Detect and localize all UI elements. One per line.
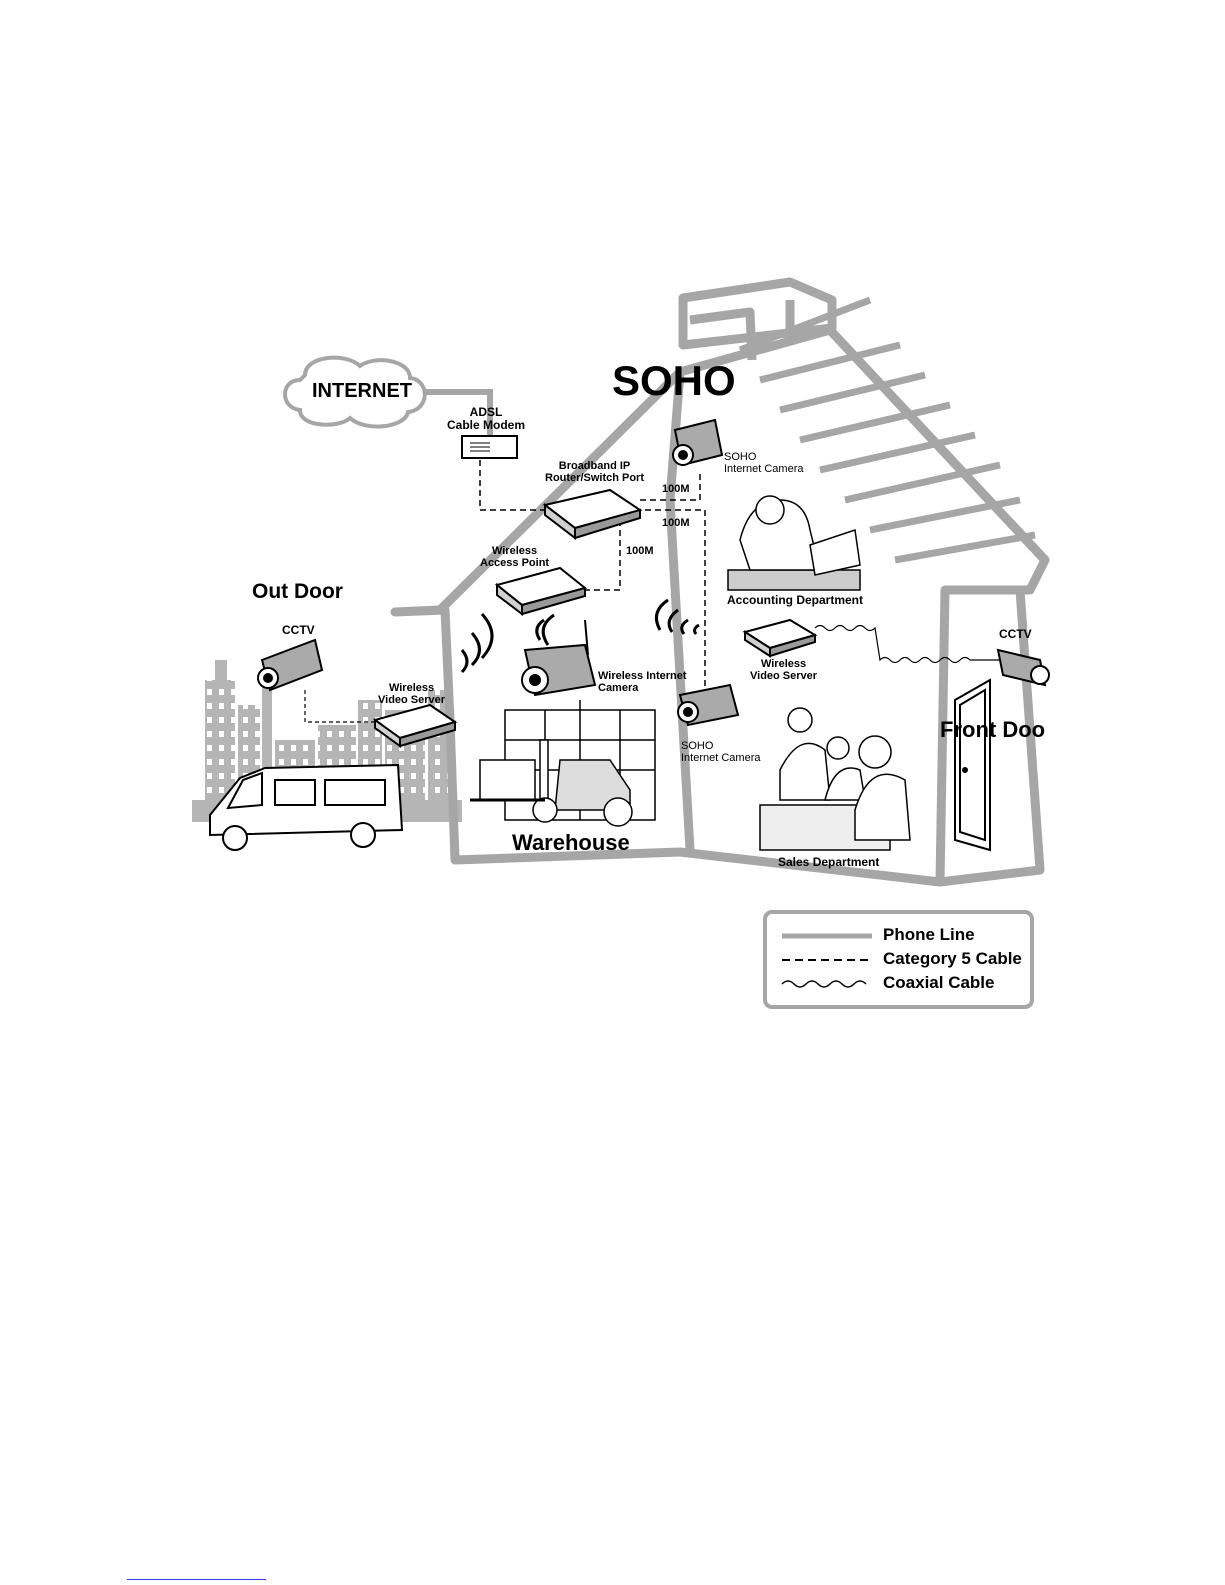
front-door-area-label: Front Doo (940, 717, 1046, 742)
router-device (542, 488, 643, 541)
legend-phone-line-label: Phone Line (883, 925, 975, 944)
accounting-area-label: Accounting Department (727, 593, 864, 607)
link-speed-label: 100M (626, 545, 654, 557)
camera-wireless (521, 619, 597, 697)
wireless-signal-waves (460, 598, 700, 674)
outdoor-area-label: Out Door (252, 580, 343, 603)
accounting-illustration (727, 495, 861, 591)
footnote-rule (127, 1579, 266, 1580)
camera-soho-top (672, 418, 724, 467)
internet-label: INTERNET (312, 380, 412, 402)
video-server-inside-device (742, 618, 818, 658)
warehouse-illustration (470, 700, 656, 827)
camera-soho-mid (677, 683, 740, 727)
soho-camera-mid-label: SOHO Internet Camera (681, 740, 761, 765)
camera-cctv-front (996, 648, 1050, 687)
wireless-camera-label: Wireless Internet Camera (598, 670, 687, 695)
access-point-device (494, 566, 588, 617)
diagram-title: SOHO (612, 357, 736, 404)
soho-camera-top-label: SOHO Internet Camera (724, 451, 804, 476)
category-5-cables (479, 460, 706, 700)
video-server-outdoor-device (372, 703, 458, 748)
internet-cloud (283, 355, 427, 429)
router-label: Broadband IP Router/Switch Port (545, 460, 645, 485)
modem-device (461, 435, 518, 459)
coaxial-cables (304, 624, 1000, 723)
front-door (954, 678, 991, 852)
delivery-van (209, 763, 404, 851)
legend-coaxial-label: Coaxial Cable (883, 973, 995, 992)
legend-sample-coaxial (781, 980, 867, 988)
camera-cctv-outdoor (257, 638, 324, 692)
warehouse-area-label: Warehouse (512, 830, 630, 855)
legend-category-5-label: Category 5 Cable (883, 949, 1022, 968)
sales-area-label: Sales Department (778, 855, 880, 869)
sales-illustration (759, 707, 911, 851)
access-point-label: Wireless Access Point (480, 545, 550, 570)
link-speed-label: 100M (662, 483, 690, 495)
cctv-front-label: CCTV (999, 627, 1032, 641)
video-server-inside-label: Wireless Video Server (750, 658, 818, 683)
video-server-outdoor-label: Wireless Video Server (378, 682, 446, 707)
cctv-outdoor-label: CCTV (282, 623, 315, 637)
phone-line (420, 389, 493, 440)
link-speed-label: 100M (662, 517, 690, 529)
modem-label: ADSL Cable Modem (447, 405, 526, 433)
